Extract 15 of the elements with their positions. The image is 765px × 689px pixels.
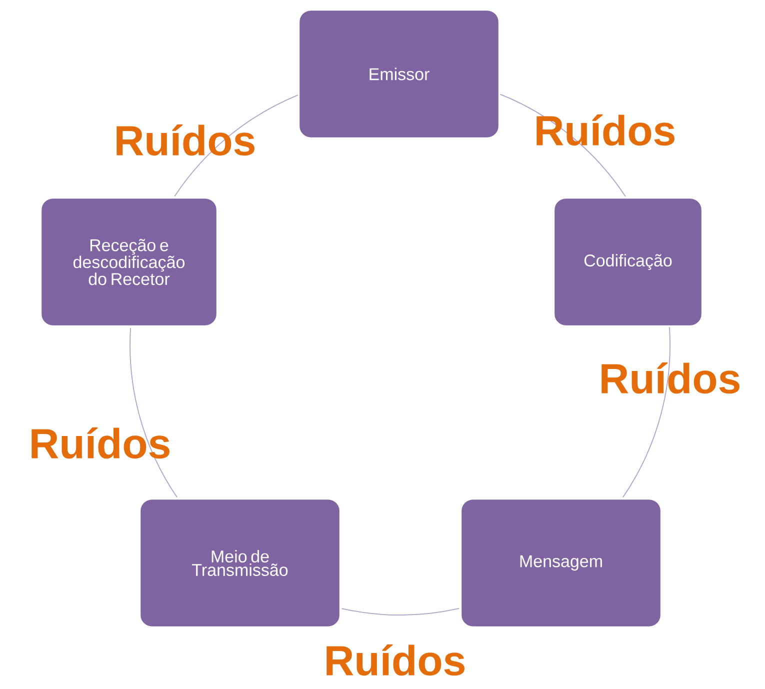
process-box: Mensagem [460, 498, 662, 628]
process-box: Receção e descodificação do Recetor [40, 197, 218, 327]
connector-arc [622, 326, 670, 498]
connector-arc [174, 94, 298, 197]
edge-label: Ruídos [116, 124, 254, 156]
process-box: Codificação [553, 197, 703, 327]
connector-arc [341, 608, 460, 616]
edge-label: Ruídos [32, 427, 170, 459]
connector-arc [130, 327, 178, 498]
edge-label: Ruídos [536, 114, 674, 146]
connector-arc [500, 94, 626, 197]
edge-label: Ruídos [326, 644, 464, 676]
edge-label: Ruídos [602, 362, 740, 394]
process-box: Meio de Transmissão [139, 498, 341, 628]
process-box: Emissor [298, 9, 500, 139]
